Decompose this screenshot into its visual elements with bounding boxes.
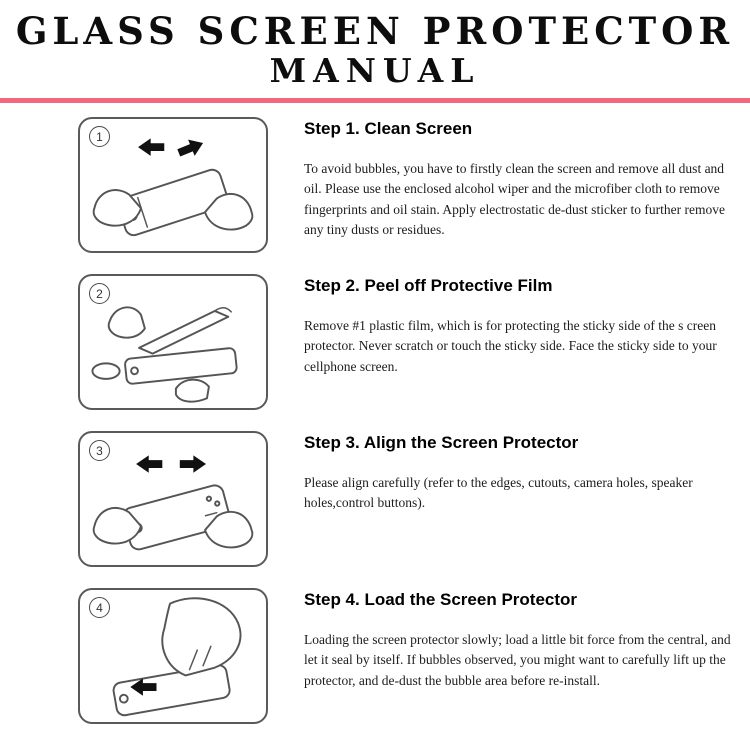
step-4-illustration: 4 [78, 588, 268, 725]
step-4-text: Step 4. Load the Screen Protector Loadin… [304, 588, 736, 691]
steps-list: 1 Step 1. Clean Screen To avoid bubbles,… [0, 103, 750, 725]
peel-film-icon [91, 306, 238, 403]
step-1-number-badge: 1 [89, 126, 110, 148]
step-1-illustration: 1 [78, 117, 268, 254]
page-title: GLASS SCREEN PROTECTOR MANUAL [0, 0, 750, 89]
step-4-number-badge: 4 [89, 597, 110, 619]
step-2-heading: Step 2. Peel off Protective Film [304, 276, 553, 296]
step-row-1: 1 Step 1. Clean Screen To avoid bubbles,… [78, 117, 750, 254]
step-4-heading: Step 4. Load the Screen Protector [304, 590, 578, 610]
step-2-number-badge: 2 [89, 283, 110, 305]
step-3-body: Please align carefully (refer to the edg… [304, 475, 693, 511]
step-1-text: Step 1. Clean Screen To avoid bubbles, y… [304, 117, 736, 240]
step-2-body: Remove #1 plastic film, which is for pro… [304, 318, 717, 374]
press-protector-icon [112, 597, 242, 717]
step-1-body: To avoid bubbles, you have to firstly cl… [304, 161, 726, 237]
step-row-4: 4 Step 4. Load the Screen Protector Load… [78, 588, 750, 725]
align-protector-icon [92, 455, 254, 551]
step-3-illustration: 3 [78, 431, 268, 568]
step-2-illustration: 2 [78, 274, 268, 411]
step-row-2: 2 Step 2. Peel off Protective Film Remov… [78, 274, 750, 411]
title-line-1: GLASS SCREEN PROTECTOR [15, 9, 735, 53]
step-2-text: Step 2. Peel off Protective Film Remove … [304, 274, 736, 377]
pink-divider [0, 98, 750, 104]
hands-cleaning-phone-icon [92, 138, 254, 237]
step-3-number-badge: 3 [89, 440, 110, 462]
step-3-heading: Step 3. Align the Screen Protector [304, 433, 579, 453]
step-row-3: 3 Step 3. Align the Screen Pr [78, 431, 750, 568]
step-4-body: Loading the screen protector slowly; loa… [304, 632, 731, 688]
title-line-2: MANUAL [269, 50, 481, 90]
step-3-text: Step 3. Align the Screen Protector Pleas… [304, 431, 736, 514]
step-1-heading: Step 1. Clean Screen [304, 119, 473, 139]
